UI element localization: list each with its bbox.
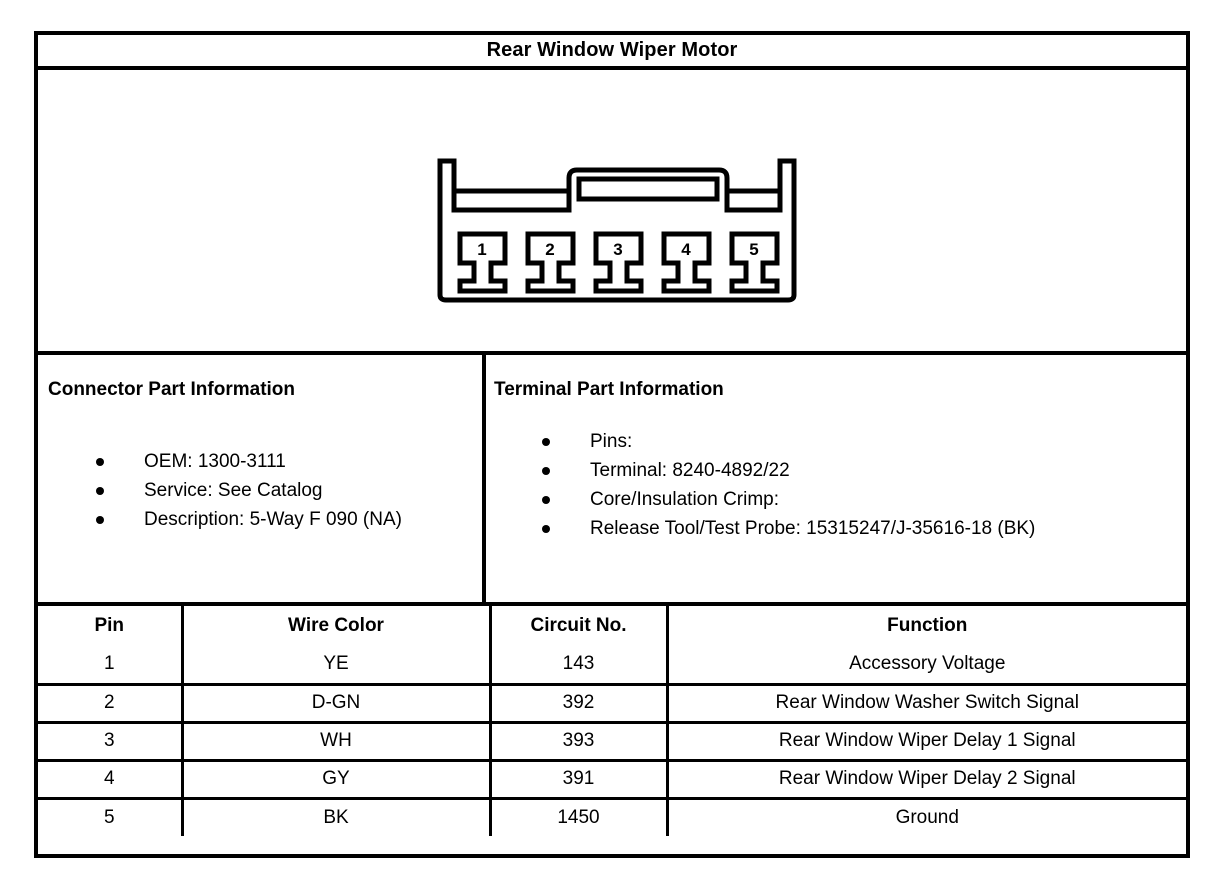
list-item-label: Core/Insulation Crimp: <box>590 489 780 510</box>
connector-inner-ledge-left <box>451 188 572 213</box>
cavity-label-5: 5 <box>749 240 758 259</box>
table-header-row: Pin Wire Color Circuit No. Function <box>38 606 1186 646</box>
table-row: 2 D-GN 392 Rear Window Washer Switch Sig… <box>38 682 1186 724</box>
cell-circuit-no: 392 <box>488 682 669 724</box>
terminal-part-information-panel: Terminal Part Information Pins: Terminal… <box>486 355 1186 602</box>
column-header-function: Function <box>665 606 1186 646</box>
table-row: 3 WH 393 Rear Window Wiper Delay 1 Signa… <box>38 720 1186 762</box>
cell-pin: 3 <box>38 720 184 762</box>
table-row: 5 BK 1450 Ground <box>38 796 1186 836</box>
cell-function: Rear Window Washer Switch Signal <box>665 682 1186 724</box>
connector-cavity-3: 3 <box>593 231 644 294</box>
cell-wire-color: GY <box>180 758 492 800</box>
cell-wire-color: WH <box>180 720 492 762</box>
connector-cavity-4: 4 <box>661 231 712 294</box>
connector-part-information-heading: Connector Part Information <box>48 379 296 400</box>
cell-pin: 1 <box>38 646 184 686</box>
cell-function: Accessory Voltage <box>665 646 1186 686</box>
list-item: OEM: 1300-3111 <box>96 447 402 476</box>
cell-circuit-no: 393 <box>488 720 669 762</box>
page-title: Rear Window Wiper Motor <box>486 39 738 61</box>
cavity-label-2: 2 <box>545 240 554 259</box>
connector-cavity-1: 1 <box>457 231 508 294</box>
list-item: Release Tool/Test Probe: 15315247/J-3561… <box>542 514 1035 543</box>
cell-circuit-no: 391 <box>488 758 669 800</box>
list-item-label: OEM: 1300-3111 <box>144 451 286 472</box>
list-item-label: Terminal: 8240-4892/22 <box>590 460 790 481</box>
table-row: 1 YE 143 Accessory Voltage <box>38 646 1186 686</box>
connector-data-sheet: Rear Window Wiper Motor 1 <box>34 31 1190 858</box>
bullet-icon <box>542 496 550 504</box>
terminal-part-information-list: Pins: Terminal: 8240-4892/22 Core/Insula… <box>542 427 1035 543</box>
list-item: Service: See Catalog <box>96 476 402 505</box>
cell-wire-color: D-GN <box>180 682 492 724</box>
connector-illustration-area: 1 2 3 4 <box>38 70 1186 355</box>
list-item: Pins: <box>542 427 1035 456</box>
terminal-part-information-heading: Terminal Part Information <box>494 379 724 400</box>
list-item-label: Release Tool/Test Probe: 15315247/J-3561… <box>590 518 1036 539</box>
connector-inner-ledge-right <box>724 188 783 213</box>
cavity-label-1: 1 <box>477 240 486 259</box>
bullet-icon <box>542 467 550 475</box>
pin-assignment-table: Pin Wire Color Circuit No. Function 1 YE… <box>38 606 1186 836</box>
table-row: 4 GY 391 Rear Window Wiper Delay 2 Signa… <box>38 758 1186 800</box>
list-item-label: Description: 5-Way F 090 (NA) <box>144 509 402 530</box>
cavity-label-4: 4 <box>681 240 691 259</box>
cell-function: Ground <box>665 796 1186 836</box>
cell-pin: 4 <box>38 758 184 800</box>
bullet-icon <box>542 525 550 533</box>
connector-cavity-2: 2 <box>525 231 576 294</box>
connector-end-view-diagram: 1 2 3 4 <box>437 158 797 303</box>
cell-function: Rear Window Wiper Delay 2 Signal <box>665 758 1186 800</box>
list-item: Description: 5-Way F 090 (NA) <box>96 505 402 534</box>
list-item-label: Service: See Catalog <box>144 480 323 501</box>
list-item: Terminal: 8240-4892/22 <box>542 456 1035 485</box>
cell-wire-color: BK <box>180 796 492 836</box>
cell-circuit-no: 1450 <box>488 796 669 836</box>
cell-function: Rear Window Wiper Delay 1 Signal <box>665 720 1186 762</box>
list-item: Core/Insulation Crimp: <box>542 485 1035 514</box>
bullet-icon <box>96 516 104 524</box>
connector-part-information-list: OEM: 1300-3111 Service: See Catalog Desc… <box>96 447 402 534</box>
cavity-label-3: 3 <box>613 240 622 259</box>
bullet-icon <box>542 438 550 446</box>
sheet-title-row: Rear Window Wiper Motor <box>38 35 1186 70</box>
bullet-icon <box>96 458 104 466</box>
cell-circuit-no: 143 <box>488 646 669 686</box>
column-header-wire-color: Wire Color <box>180 606 492 646</box>
column-header-circuit-no: Circuit No. <box>488 606 669 646</box>
list-item-label: Pins: <box>590 431 633 452</box>
bullet-icon <box>96 487 104 495</box>
connector-part-information-panel: Connector Part Information OEM: 1300-311… <box>38 355 486 602</box>
cell-pin: 2 <box>38 682 184 724</box>
connector-latch-slot <box>576 176 720 202</box>
part-information-area: Connector Part Information OEM: 1300-311… <box>38 355 1186 606</box>
cell-wire-color: YE <box>180 646 492 686</box>
connector-cavity-5: 5 <box>729 231 780 294</box>
column-header-pin: Pin <box>38 606 184 646</box>
cell-pin: 5 <box>38 796 184 836</box>
